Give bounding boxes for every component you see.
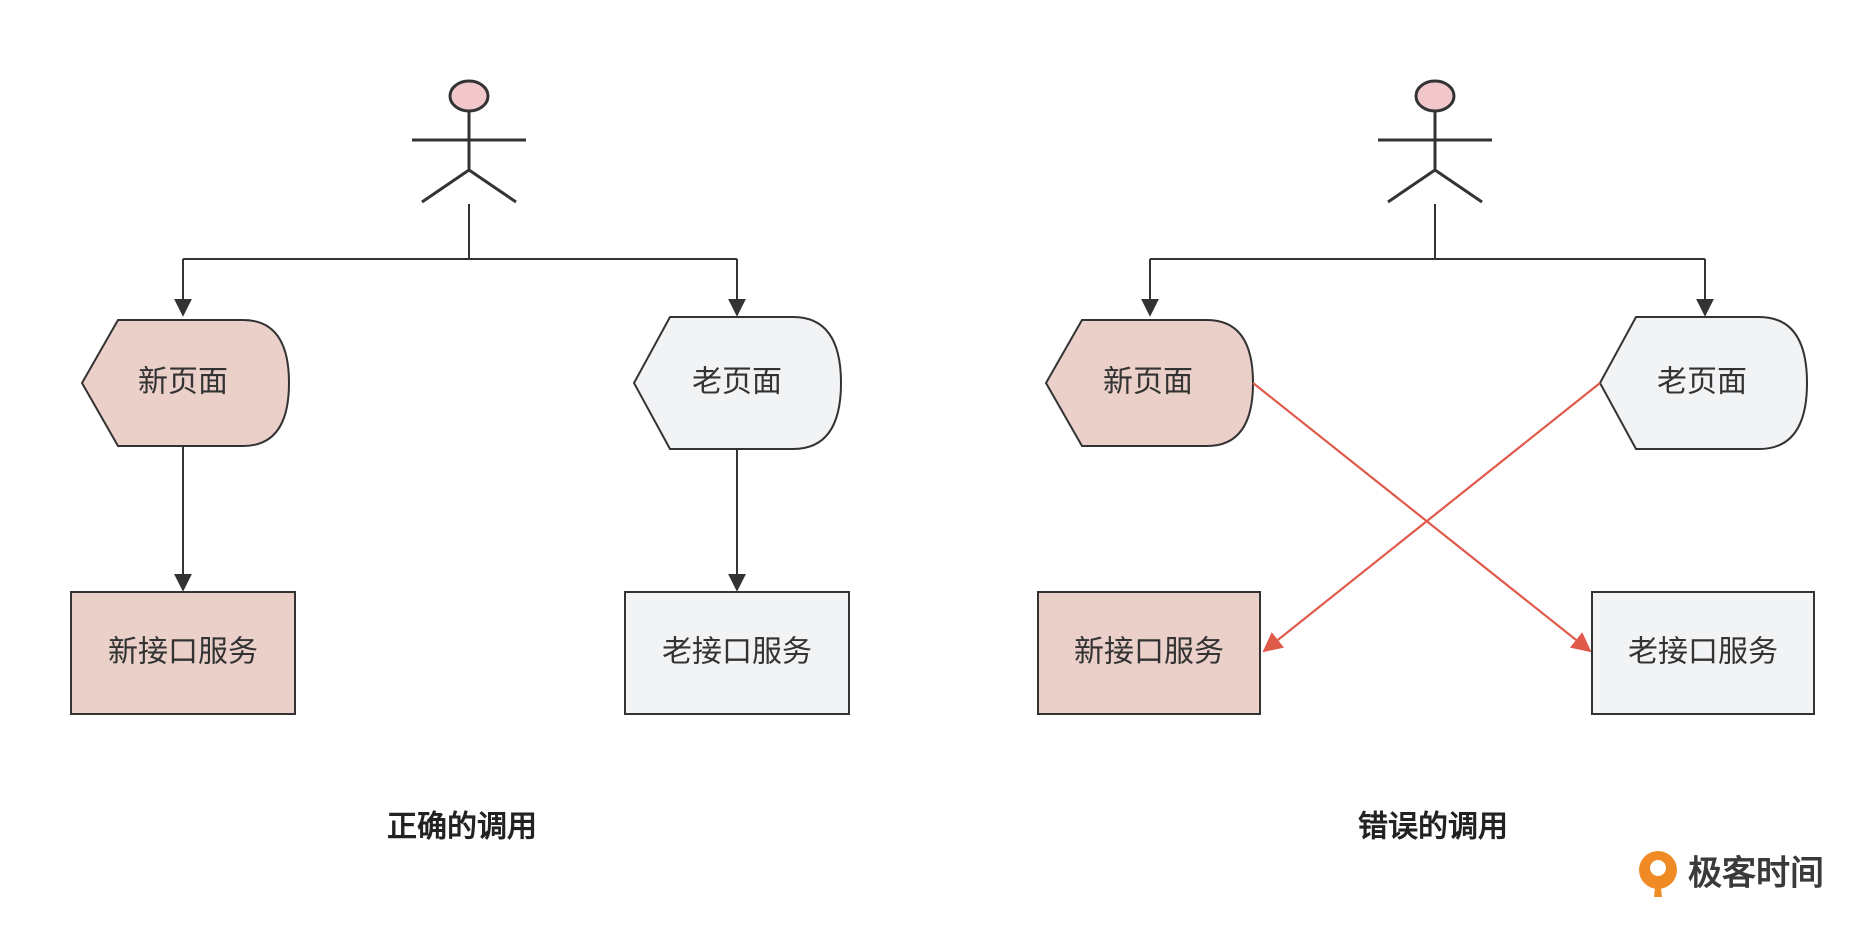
right-diagram: 新页面 老页面 新接口服务 老接口服务 错误的调用 [1037,79,1815,845]
right-old-page-label: 老页面 [1657,365,1747,400]
right-caption: 错误的调用 [1358,810,1508,845]
left-new-service-label: 新接口服务 [108,635,258,670]
left-caption: 正确的调用 [387,810,537,845]
left-new-page-label: 新页面 [138,365,228,400]
left-old-page-node: 老页面 [632,316,843,450]
logo-text: 极客时间 [1688,854,1824,894]
left-old-page-label: 老页面 [692,365,782,400]
right-old-service-node: 老接口服务 [1591,591,1815,715]
right-new-service-label: 新接口服务 [1074,635,1224,670]
left-old-service-label: 老接口服务 [662,635,812,670]
left-actor-icon [412,79,526,204]
right-actor-icon [1378,79,1492,204]
right-actor-connectors [1141,204,1714,317]
left-new-page-node: 新页面 [80,319,291,447]
right-wrong-arrows [1252,382,1601,653]
logo: 极客时间 [1639,851,1824,897]
right-new-page-label: 新页面 [1103,365,1193,400]
left-actor-connectors [174,204,746,317]
left-page-to-service-arrows [174,446,746,592]
right-old-service-label: 老接口服务 [1628,635,1778,670]
left-diagram: 新页面 老页面 新接口服务 老接口服务 正确的调用 [70,79,850,845]
right-old-page-node: 老页面 [1598,316,1809,450]
right-new-page-node: 新页面 [1044,319,1255,447]
geektime-logo-icon [1639,851,1677,897]
new-page-to-old-service-arrow [1252,382,1592,653]
old-page-to-new-service-arrow [1262,382,1601,653]
left-new-service-node: 新接口服务 [70,591,296,715]
left-old-service-node: 老接口服务 [624,591,850,715]
right-new-service-node: 新接口服务 [1037,591,1261,715]
